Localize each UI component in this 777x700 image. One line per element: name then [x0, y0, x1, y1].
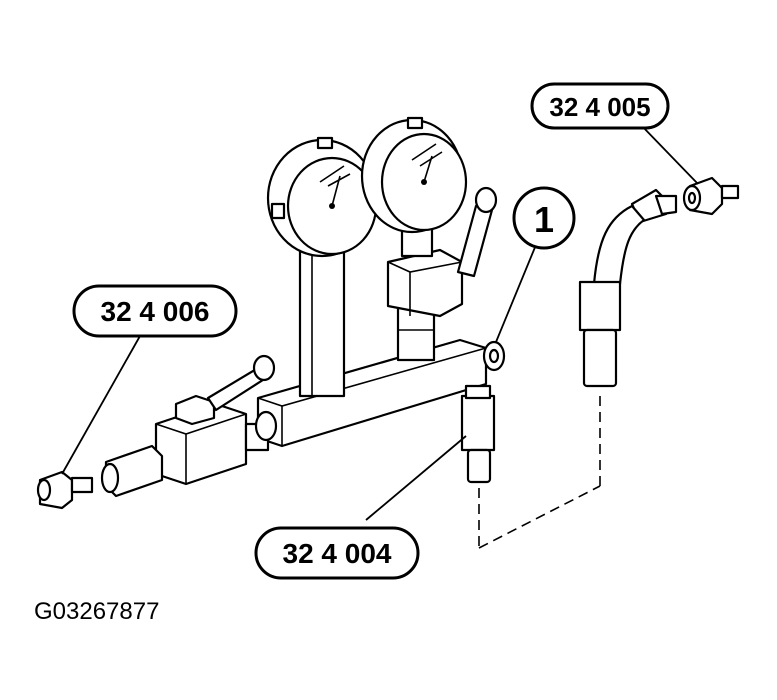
connection-dashed-line — [478, 390, 601, 549]
left-adapter — [100, 444, 164, 498]
outlet-nipple — [482, 340, 506, 372]
figure-code: G03267877 — [34, 598, 160, 625]
left-gauge-assembly — [266, 136, 378, 398]
callout-label: 32 4 006 — [101, 296, 210, 327]
hose-tube — [582, 328, 618, 388]
fitting-32-4-006 — [36, 470, 94, 510]
callout-label: 1 — [534, 199, 554, 240]
fitting-32-4-005 — [682, 176, 740, 216]
valve-lever-right — [456, 186, 498, 278]
callout-1: 1 — [512, 186, 576, 250]
leader-32-4-005 — [639, 123, 699, 185]
leader-32-4-006 — [61, 335, 141, 475]
hose-assembly — [578, 176, 740, 388]
down-connector — [460, 384, 496, 484]
callout-label: 32 4 004 — [283, 538, 392, 569]
right-pressure-gauge — [360, 116, 468, 234]
hose — [592, 204, 646, 286]
manifold — [256, 338, 506, 484]
callout-32-4-004: 32 4 004 — [254, 526, 420, 580]
callout-32-4-005: 32 4 005 — [530, 82, 670, 130]
callout-32-4-006: 32 4 006 — [72, 284, 238, 338]
callout-label: 32 4 005 — [549, 92, 650, 122]
leader-32-4-004 — [365, 435, 467, 521]
valve-lever-left — [174, 354, 276, 426]
leader-1 — [495, 239, 539, 343]
left-valve-block — [154, 354, 278, 486]
right-gauge-assembly — [360, 116, 498, 362]
left-pressure-gauge — [266, 136, 378, 258]
hose-ferrule — [578, 280, 622, 332]
